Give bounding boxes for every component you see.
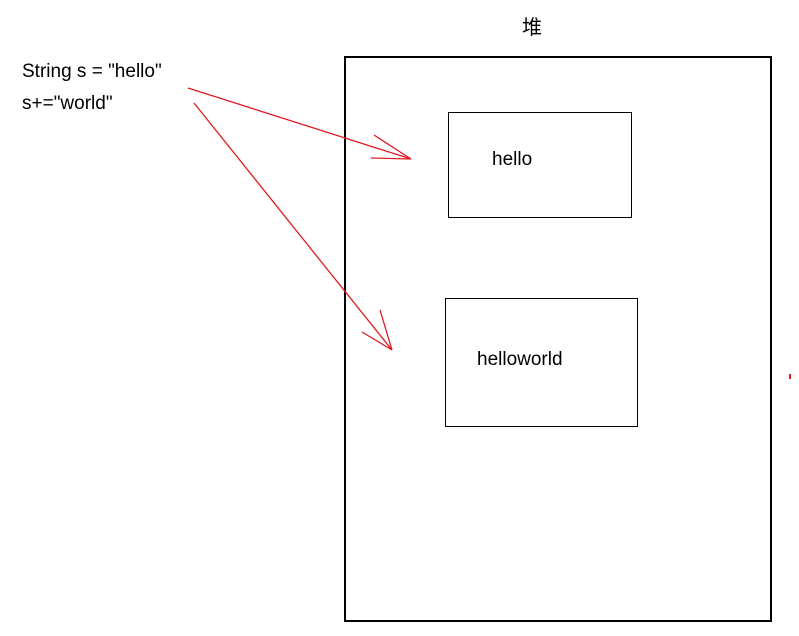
string-object-label-helloworld: helloworld: [477, 349, 563, 370]
heap-title: 堆: [522, 17, 542, 39]
stray-red-mark: [789, 374, 791, 379]
string-object-label-hello: hello: [492, 149, 533, 170]
string-object-box-helloworld: helloworld: [445, 298, 638, 427]
code-line-string-concat: s+="world": [22, 93, 113, 114]
code-line-string-declaration: String s = "hello": [22, 61, 162, 82]
string-object-box-hello: hello: [448, 112, 632, 218]
